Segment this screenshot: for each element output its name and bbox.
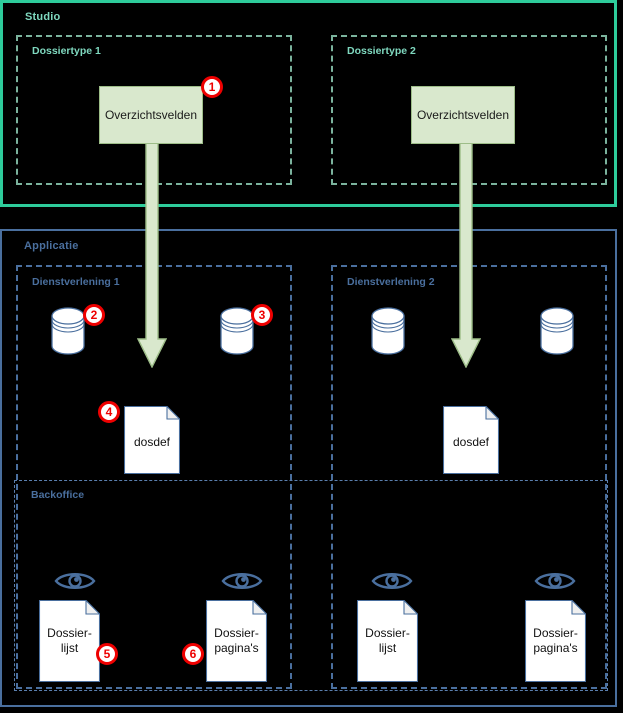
- badge-3[interactable]: 3: [251, 304, 273, 326]
- badge-4[interactable]: 4: [98, 401, 120, 423]
- overzichtsvelden-box-1[interactable]: Overzichtsvelden: [99, 86, 203, 144]
- lane-backoffice: Backoffice: [14, 480, 608, 691]
- dossierpaginas-document-1[interactable]: Dossier- pagina's: [206, 600, 267, 682]
- group-applicatie-title: Applicatie: [24, 240, 79, 252]
- database-cylinder-3[interactable]: [370, 307, 406, 355]
- lane-dienstverlening-2-title: Dienstverlening 2: [347, 276, 435, 288]
- down-arrow-icon-1: [137, 143, 167, 368]
- lane-dienstverlening-1-title: Dienstverlening 1: [32, 276, 120, 288]
- dossierlijst-document-1[interactable]: Dossier- lijst: [39, 600, 100, 682]
- badge-2[interactable]: 2: [83, 304, 105, 326]
- badge-6[interactable]: 6: [182, 643, 204, 665]
- group-studio: Studio: [0, 0, 617, 207]
- dosdef-document-2[interactable]: dosdef: [443, 406, 499, 474]
- lane-backoffice-title: Backoffice: [31, 489, 85, 501]
- eye-view-icon-4: [534, 569, 576, 593]
- badge-5[interactable]: 5: [96, 643, 118, 665]
- database-cylinder-4[interactable]: [539, 307, 575, 355]
- eye-view-icon-1: [54, 569, 96, 593]
- group-studio-title: Studio: [25, 11, 61, 23]
- database-cylinder-2[interactable]: [219, 307, 255, 355]
- badge-1[interactable]: 1: [201, 76, 223, 98]
- group-applicatie: Applicatie: [0, 229, 617, 707]
- eye-view-icon-2: [221, 569, 263, 593]
- down-arrow-icon-2: [451, 143, 481, 368]
- lane-dossiertype-1-title: Dossiertype 1: [32, 45, 101, 57]
- eye-view-icon-3: [371, 569, 413, 593]
- overzichtsvelden-box-2[interactable]: Overzichtsvelden: [411, 86, 515, 144]
- lane-dossiertype-2-title: Dossiertype 2: [347, 45, 416, 57]
- dossierpaginas-document-2[interactable]: Dossier- pagina's: [525, 600, 586, 682]
- dossierlijst-document-2[interactable]: Dossier- lijst: [357, 600, 418, 682]
- dosdef-document-1[interactable]: dosdef: [124, 406, 180, 474]
- database-cylinder-1[interactable]: [50, 307, 86, 355]
